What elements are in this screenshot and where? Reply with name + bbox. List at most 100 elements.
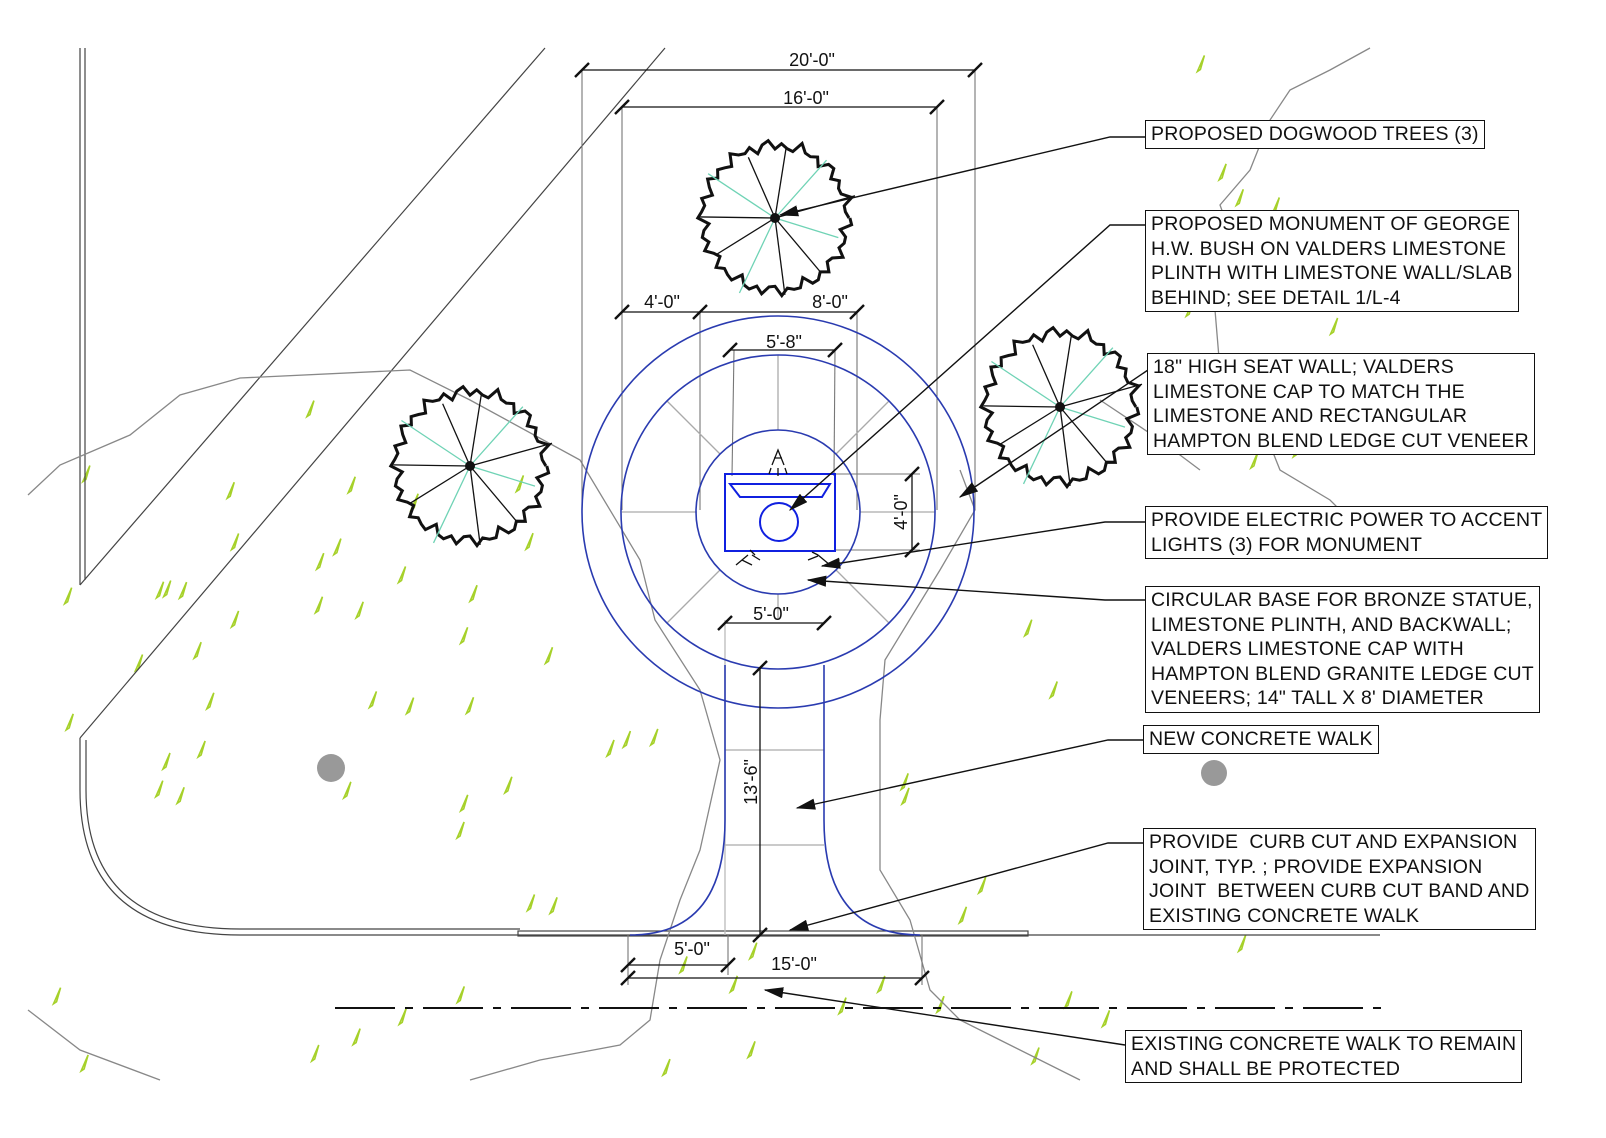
grass-mark xyxy=(192,641,202,661)
dimension-tick xyxy=(904,542,920,558)
note-curb-cut: PROVIDE CURB CUT AND EXPANSION JOINT, TY… xyxy=(1143,828,1536,930)
dimension-labels: 20'-0" 16'-0" 4'-0" 8'-0" 5'-8" 4'-0" 5'… xyxy=(644,50,911,974)
grass-mark xyxy=(1048,681,1058,700)
dimension-tick xyxy=(620,957,636,973)
grass-hatch xyxy=(51,55,1339,1078)
tree-branch xyxy=(999,406,1061,445)
dimension-ticks xyxy=(574,62,983,986)
grass-mark xyxy=(1328,317,1339,337)
grass-mark xyxy=(225,481,236,501)
dim-8ft: 8'-0" xyxy=(812,292,848,312)
dimension-tick xyxy=(827,342,843,358)
grass-mark xyxy=(229,533,240,552)
existing-light-pole xyxy=(317,754,345,782)
dimension-tick xyxy=(614,304,630,320)
dimension-tick xyxy=(722,342,738,358)
grass-mark xyxy=(746,1041,756,1060)
seat-wall-outer xyxy=(581,315,975,709)
grass-mark xyxy=(305,400,315,419)
note-leaders xyxy=(763,136,1149,1046)
grass-mark xyxy=(900,787,910,807)
grass-mark xyxy=(161,752,171,772)
grass-mark xyxy=(524,532,534,552)
tree-branch xyxy=(469,442,553,467)
dimension-extension-lines xyxy=(581,70,976,985)
note-electric-power: PROVIDE ELECTRIC POWER TO ACCENT LIGHTS … xyxy=(1145,506,1549,559)
grass-mark xyxy=(648,728,659,748)
tree-branch xyxy=(1059,406,1108,464)
grass-mark xyxy=(605,739,615,759)
tree-branch xyxy=(774,217,839,239)
grass-mark xyxy=(1063,991,1073,1010)
dimension-tick xyxy=(692,304,708,320)
dimension-tick xyxy=(752,927,768,943)
note-seat-wall: 18" HIGH SEAT WALL; VALDERS LIMESTONE CA… xyxy=(1147,353,1535,455)
tree-trunk xyxy=(1055,402,1065,412)
grass-mark xyxy=(458,794,469,814)
accent-light-icons xyxy=(735,448,831,566)
grass-mark xyxy=(404,697,415,716)
grass-mark xyxy=(204,692,215,711)
dimension-tick xyxy=(914,970,930,986)
grass-mark xyxy=(1030,1047,1040,1066)
dim-15ft: 15'-0" xyxy=(771,954,817,974)
grass-mark xyxy=(346,476,356,495)
seat-wall-inner xyxy=(620,354,936,670)
dimension-tick xyxy=(816,615,832,631)
grass-mark xyxy=(313,596,324,615)
note-existing-walk: EXISTING CONCRETE WALK TO REMAIN AND SHA… xyxy=(1125,1030,1523,1083)
tree-branch xyxy=(774,217,786,295)
grass-mark xyxy=(621,730,632,750)
circular-base xyxy=(695,429,861,595)
dim-4ft: 4'-0" xyxy=(644,292,680,312)
grass-mark xyxy=(747,942,758,961)
tree-canopy xyxy=(978,325,1142,490)
grass-mark xyxy=(153,780,164,799)
tree-branch xyxy=(393,464,471,467)
grass-mark xyxy=(935,995,945,1015)
grass-mark xyxy=(1234,189,1245,208)
grass-mark xyxy=(154,581,165,600)
grass-mark xyxy=(455,986,466,1005)
dim-20ft: 20'-0" xyxy=(789,50,835,70)
tree-branch xyxy=(432,465,471,544)
tree-branch xyxy=(442,403,471,467)
note-monument: PROPOSED MONUMENT OF GEORGE H.W. BUSH ON… xyxy=(1145,210,1519,312)
dimension-lines xyxy=(582,69,975,979)
tree-branch xyxy=(1059,347,1114,408)
grass-mark xyxy=(196,740,206,760)
dimension-tick xyxy=(752,660,768,676)
grass-mark xyxy=(62,587,73,606)
paving-joints xyxy=(622,355,935,935)
tree-trunk xyxy=(770,213,780,223)
grass-mark xyxy=(899,773,909,792)
grass-mark xyxy=(875,975,886,995)
note-new-walk: NEW CONCRETE WALK xyxy=(1143,725,1379,754)
grass-mark xyxy=(79,1054,89,1074)
grass-mark xyxy=(1236,934,1247,954)
grass-mark xyxy=(1022,619,1033,638)
tree-branch xyxy=(716,217,776,256)
grass-mark xyxy=(1249,451,1259,471)
limestone-plinth xyxy=(724,473,836,552)
grass-mark xyxy=(177,581,188,601)
grass-mark xyxy=(543,646,554,666)
tree-trunk xyxy=(465,461,475,471)
grass-mark xyxy=(396,566,407,585)
tree-branch xyxy=(469,465,518,523)
grass-mark xyxy=(314,552,325,572)
dogwood-trees xyxy=(388,138,1143,549)
walk-edge-right xyxy=(823,665,921,936)
dim-5ft8: 5'-8" xyxy=(766,332,802,352)
grass-mark xyxy=(661,1058,671,1078)
note-dogwood-trees: PROPOSED DOGWOOD TREES (3) xyxy=(1145,120,1485,149)
tree-branch xyxy=(469,406,524,467)
grass-mark xyxy=(957,906,968,925)
tree-branch xyxy=(983,405,1061,408)
dimension-tick xyxy=(717,615,733,631)
dim-5ft-walk: 5'-0" xyxy=(753,604,789,624)
grass-mark xyxy=(397,1008,407,1027)
grass-mark xyxy=(81,465,91,484)
grass-mark xyxy=(351,1028,361,1047)
grass-mark xyxy=(332,538,342,557)
